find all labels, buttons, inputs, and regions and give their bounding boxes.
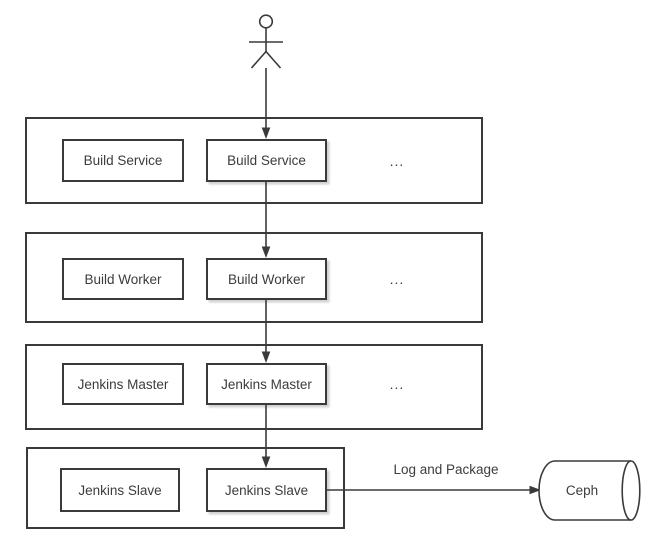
node-jenkins-master-2: Jenkins Master: [206, 363, 327, 405]
more-build-service: ...: [389, 152, 405, 169]
ceph-label: Ceph: [565, 482, 599, 498]
edge-label-log-and-package: Log and Package: [393, 462, 499, 477]
more-jenkins-master: ...: [389, 376, 405, 392]
user-actor-icon: [249, 14, 283, 69]
node-build-worker-1: Build Worker: [62, 258, 184, 300]
node-build-service-2: Build Service: [206, 139, 327, 182]
node-build-worker-2: Build Worker: [206, 258, 327, 300]
node-jenkins-master-1: Jenkins Master: [62, 363, 184, 405]
arrow-jenkins-slave-to-ceph: [327, 485, 541, 495]
more-build-worker: ...: [389, 271, 405, 287]
node-jenkins-slave-2: Jenkins Slave: [206, 468, 327, 512]
node-jenkins-slave-1: Jenkins Slave: [60, 468, 180, 512]
node-build-service-1: Build Service: [62, 139, 184, 182]
